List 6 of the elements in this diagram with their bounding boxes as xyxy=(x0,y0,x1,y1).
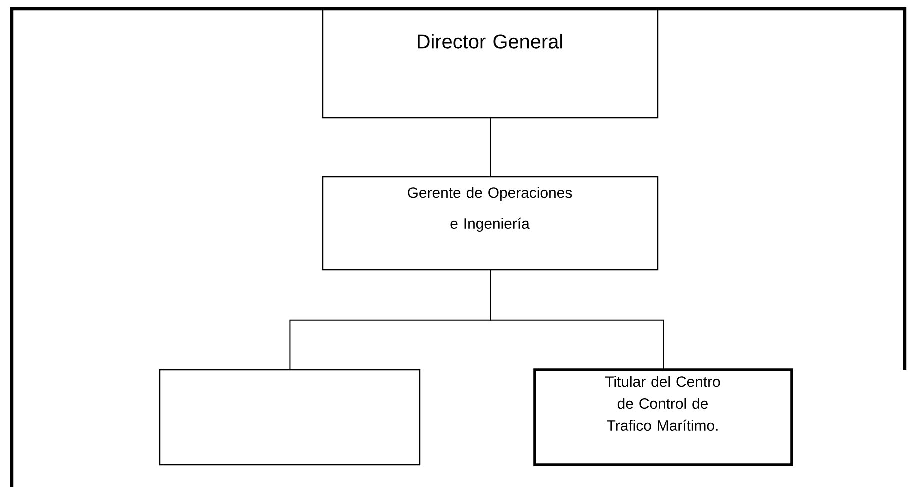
connector-line xyxy=(490,270,664,370)
connector-line xyxy=(490,118,492,178)
org-box: Titular del Centro de Control de Trafico Marítimo. xyxy=(534,368,794,466)
org-box: Director General xyxy=(322,9,659,119)
org-box xyxy=(159,369,421,466)
org-box: Gerente de Operaciones e Ingeniería xyxy=(322,176,659,271)
